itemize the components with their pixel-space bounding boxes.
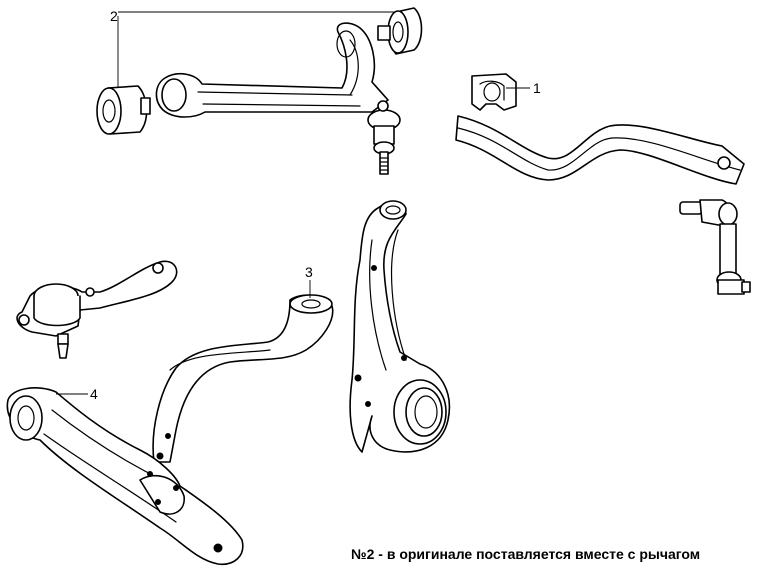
callout-2: 2 xyxy=(110,8,118,24)
bushing-rear xyxy=(377,7,423,55)
stabilizer-end-link xyxy=(679,199,751,295)
stabilizer-bushing xyxy=(471,73,517,111)
lower-control-arm xyxy=(6,387,244,565)
callout-leaders xyxy=(56,11,530,395)
callout-3: 3 xyxy=(305,264,313,280)
upper-control-arm xyxy=(155,22,389,118)
lower-ball-joint xyxy=(16,260,178,359)
callout-1: 1 xyxy=(533,80,541,96)
bushing-front xyxy=(96,85,151,135)
callout-4: 4 xyxy=(90,386,98,402)
upper-arm-ball-joint xyxy=(367,100,401,175)
steering-knuckle xyxy=(349,200,451,453)
tension-rod xyxy=(152,294,334,463)
stabilizer-bar xyxy=(455,115,745,185)
diagram-caption: №2 - в оригинале поставляется вместе с р… xyxy=(351,546,701,562)
